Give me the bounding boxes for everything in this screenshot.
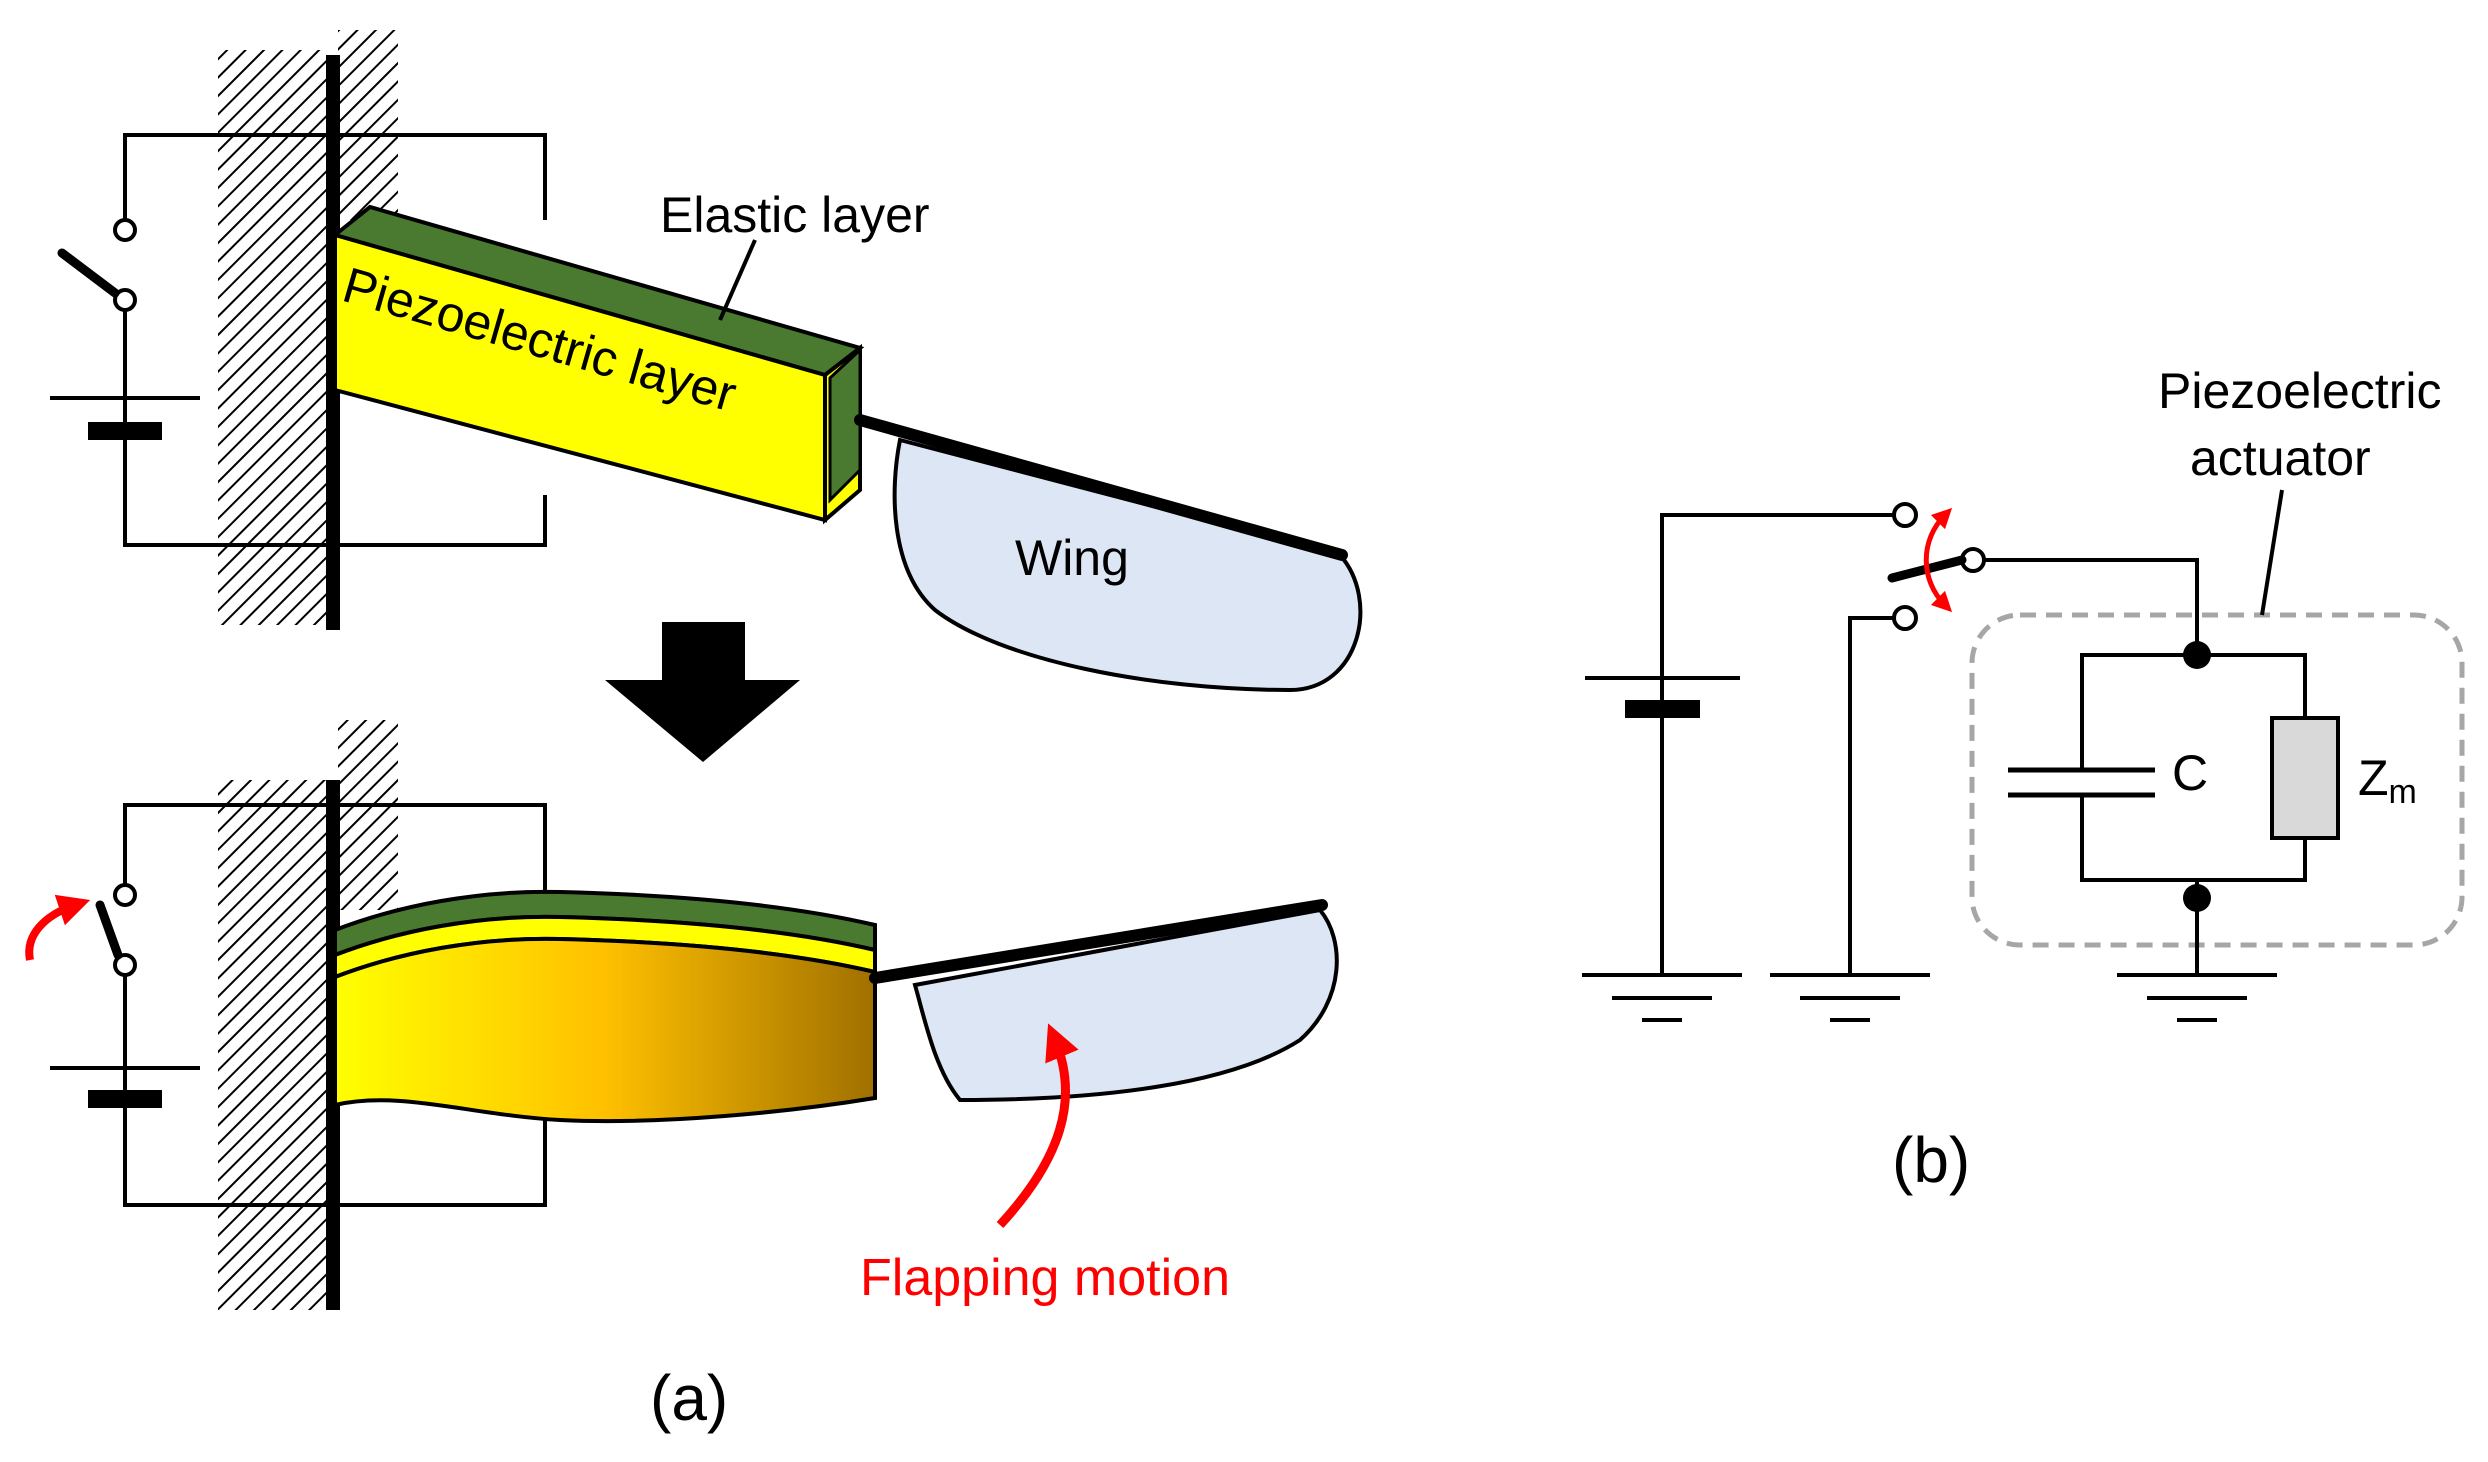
switch-lever-top xyxy=(57,248,120,298)
panel-a-top: Elastic layer Piezoelectric layer Wing xyxy=(50,30,1363,693)
transition-arrow xyxy=(605,622,800,762)
elastic-layer-top-end xyxy=(828,346,862,504)
circuit-b-actuator-wire xyxy=(1984,558,2199,655)
battery-b-short-plate-fill xyxy=(1625,700,1700,718)
panel-b-circuit: C Zm Piezoelectric actuator xyxy=(1582,363,2465,1022)
panel-a-bottom: Flapping motion xyxy=(25,720,1339,1310)
panel-a-label: (a) xyxy=(650,1362,728,1434)
wall-hatch-bottom xyxy=(218,780,330,1310)
wing-label: Wing xyxy=(1015,530,1129,586)
switch-contact-top-upper xyxy=(113,218,137,242)
impedance-label-main: Z xyxy=(2358,750,2389,806)
switch-b-contact-upper xyxy=(1892,502,1918,528)
wing-bottom xyxy=(912,907,1339,1103)
actuator-label-line1: Piezoelectric xyxy=(2158,363,2441,419)
elastic-layer-label: Elastic layer xyxy=(660,187,930,243)
switch-contact-bottom-upper xyxy=(113,883,137,907)
circuit-b-wire-top xyxy=(1660,513,1895,975)
flapping-arrow xyxy=(996,1023,1079,1229)
flapping-motion-label: Flapping motion xyxy=(860,1249,1230,1307)
circuit-wire-top-switch xyxy=(123,133,547,238)
wing-spar-top xyxy=(854,414,1348,561)
actuator-boundary xyxy=(1969,612,2465,948)
impedance-label-sub: m xyxy=(2389,773,2417,811)
switch-flip-arrow-bottom xyxy=(25,894,91,961)
battery-short-plate-top xyxy=(88,422,162,440)
wall-hatch-top-right xyxy=(338,30,398,220)
piezo-layer-bottom xyxy=(333,936,877,1124)
impedance-box xyxy=(2270,716,2340,840)
elastic-layer-leader xyxy=(718,239,757,321)
battery-short-plate-bottom xyxy=(88,1090,162,1108)
wing-spar-bottom xyxy=(869,899,1328,984)
actuator-leader xyxy=(2260,489,2284,616)
circuit-b-ground-wire xyxy=(1848,616,1894,975)
capacitor-label: C xyxy=(2172,745,2208,801)
network-bottom-rail xyxy=(2080,795,2307,882)
panel-b-label: (b) xyxy=(1892,1124,1970,1196)
switch-b-contact-lower xyxy=(1892,605,1918,631)
wall-hatch-top xyxy=(218,50,330,625)
wall-hatch-bottom-right xyxy=(338,720,398,910)
switch-b-toggle-arrow xyxy=(1923,507,1953,613)
wing-top xyxy=(892,437,1363,693)
circuit-wire-bottom-switch xyxy=(123,803,547,890)
impedance-label: Zm xyxy=(2358,750,2417,811)
node-top xyxy=(2183,641,2211,669)
actuator-label-line2: actuator xyxy=(2190,430,2371,486)
switch-lever-bottom xyxy=(95,900,123,960)
